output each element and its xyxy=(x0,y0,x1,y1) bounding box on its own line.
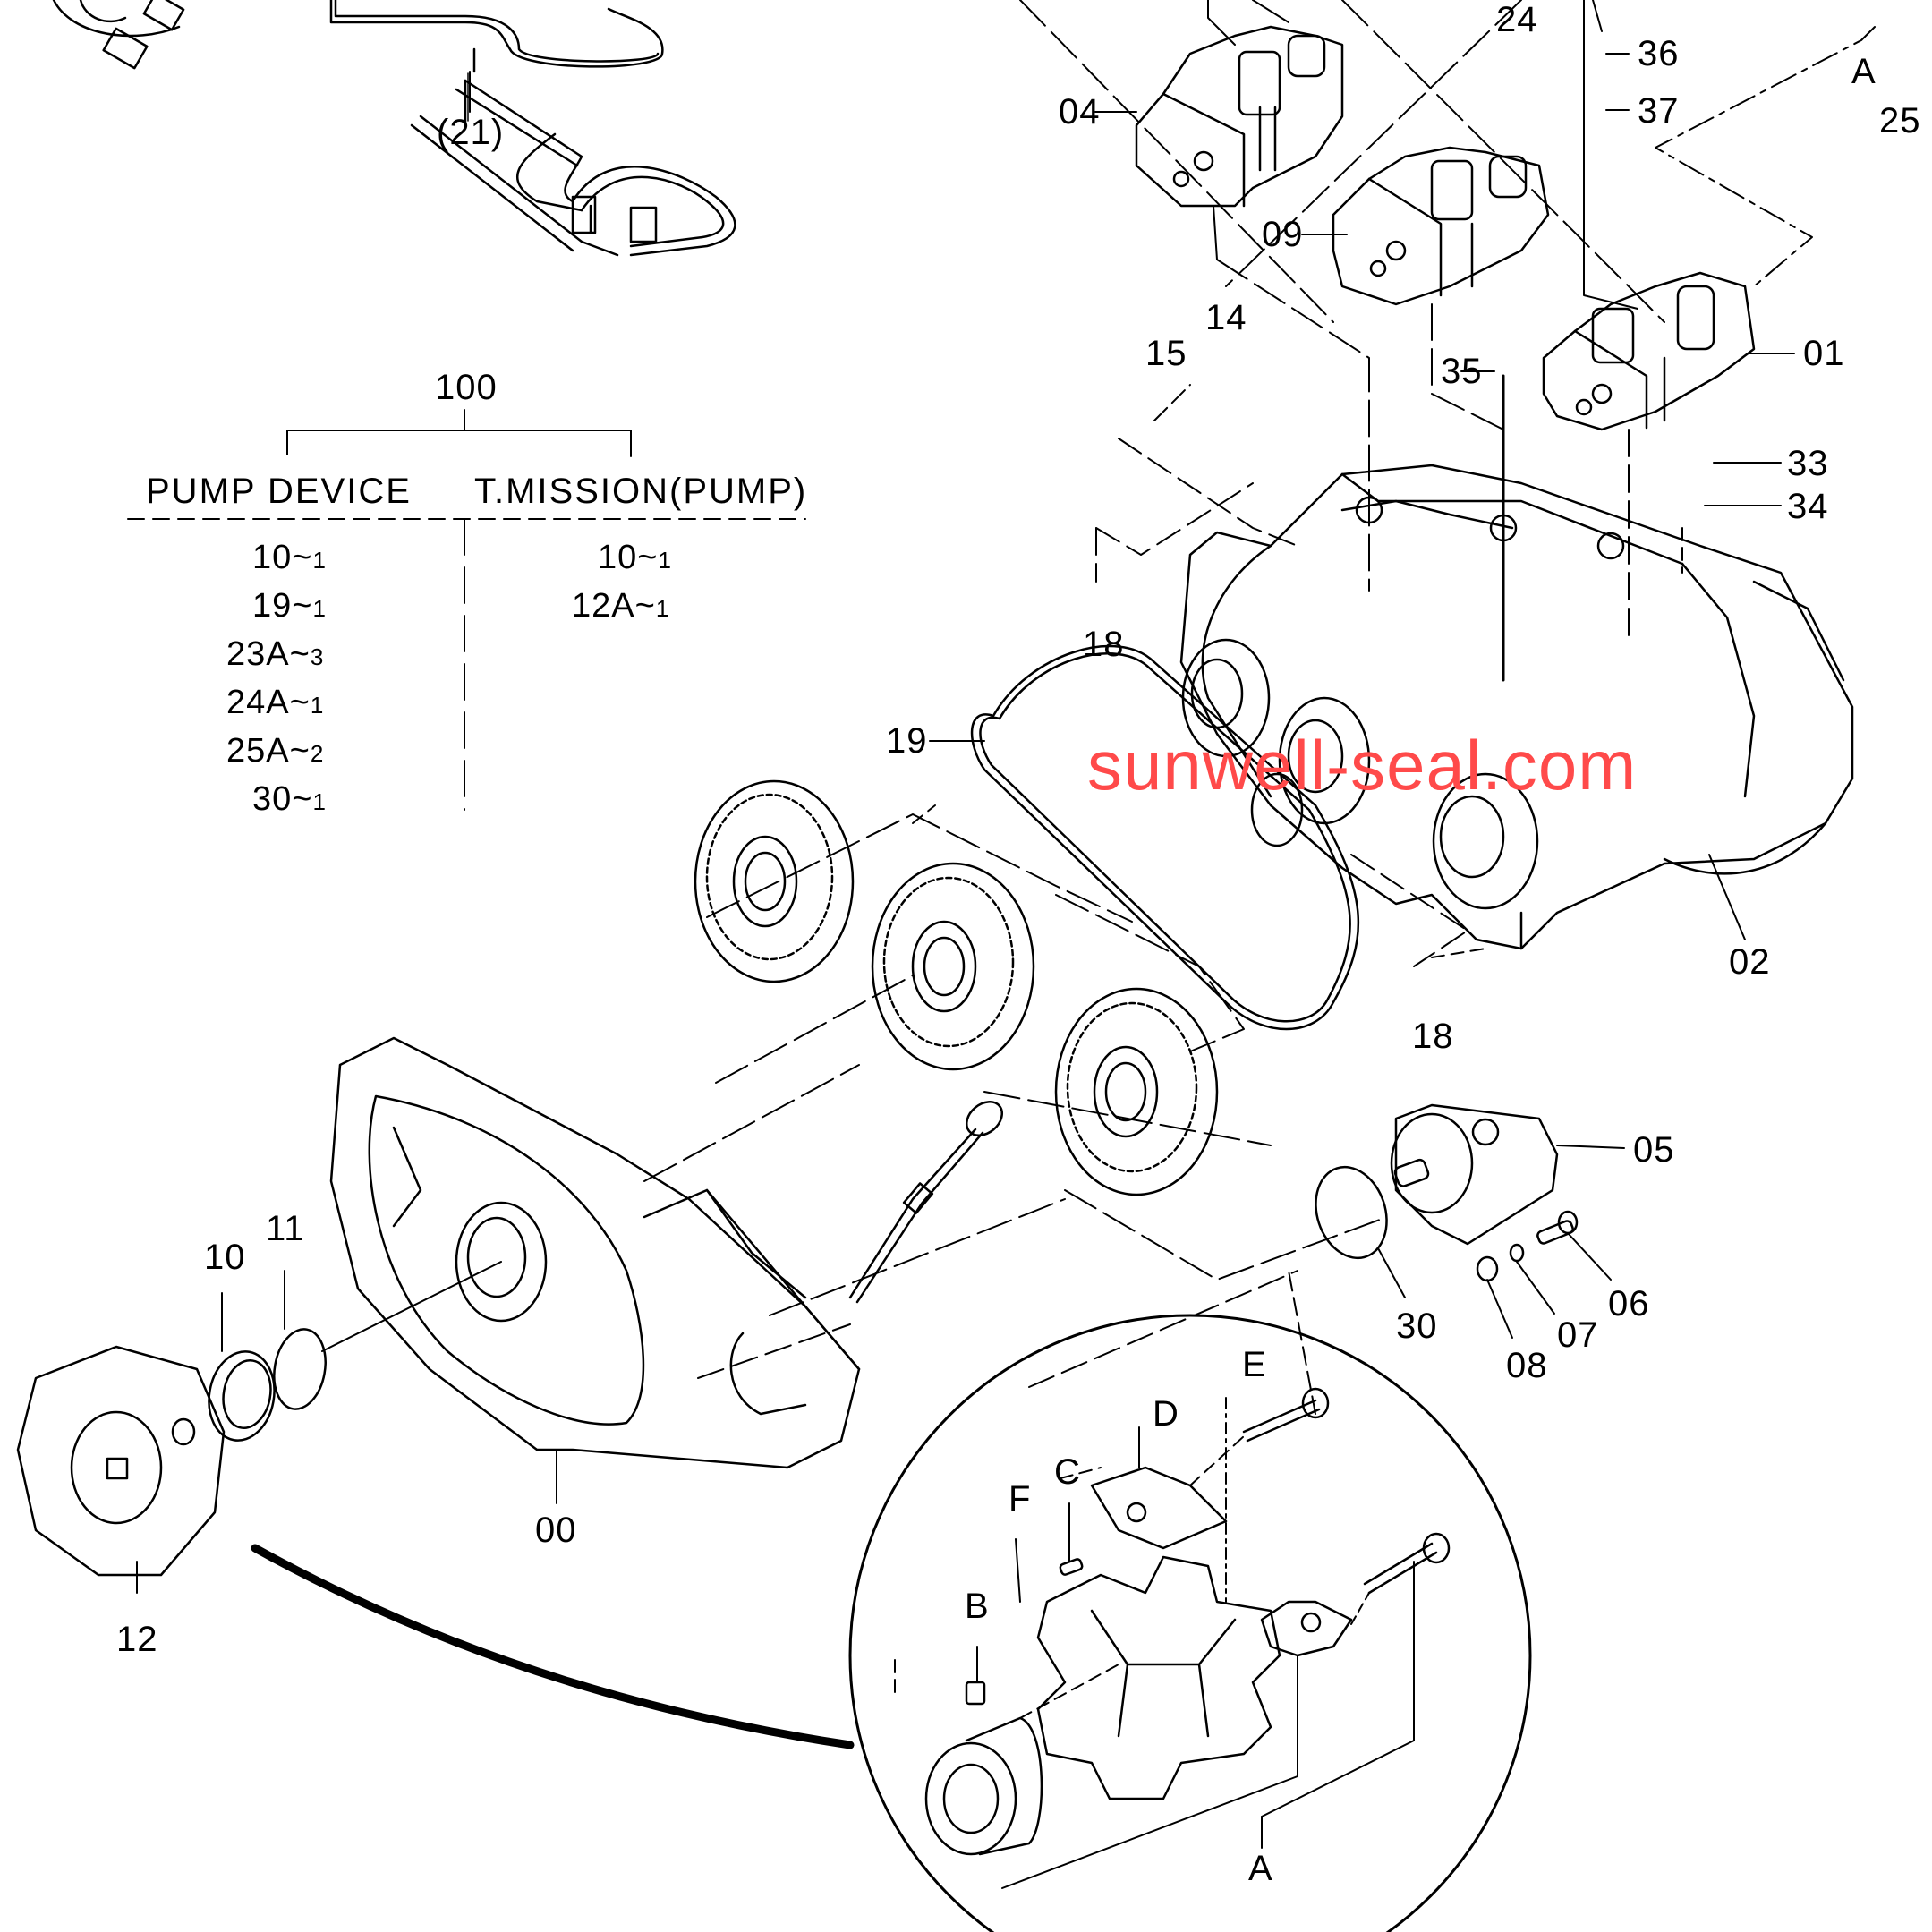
quantity: 3 xyxy=(310,643,325,670)
quantity: 1 xyxy=(312,547,327,574)
callout-01: 01 xyxy=(1803,334,1845,373)
part-number: 19 xyxy=(252,587,293,625)
valve-04 xyxy=(1135,25,1344,208)
callout-B: B xyxy=(965,1587,990,1626)
separator: ~ xyxy=(634,587,656,625)
table-row: 23A~3 xyxy=(226,635,324,674)
part-number: 25A xyxy=(226,732,290,770)
separator: ~ xyxy=(292,780,313,818)
bolt-06 xyxy=(1536,1210,1579,1245)
separator: ~ xyxy=(637,539,659,576)
callout-21: (21) xyxy=(437,113,505,152)
callout-F: F xyxy=(1009,1479,1032,1519)
dipstick xyxy=(848,1101,1003,1304)
pipe-assembly-21 xyxy=(52,0,736,257)
separator: ~ xyxy=(289,684,311,721)
callout-00: 00 xyxy=(535,1511,577,1550)
part-number: 10 xyxy=(598,539,638,576)
callout-33: 33 xyxy=(1787,444,1829,483)
table-row: 25A~2 xyxy=(226,732,324,770)
table-header-tmission-pump: T.MISSION(PUMP) xyxy=(474,472,808,511)
gear-middle xyxy=(871,862,1035,1071)
o-ring-19 xyxy=(970,644,1360,1031)
callout-A-detail: A xyxy=(1248,1849,1273,1888)
assembly-table-lines xyxy=(127,409,806,811)
callout-18-top: 18 xyxy=(1083,625,1125,664)
table-row: 10~1 xyxy=(252,539,327,577)
valve-01 xyxy=(1542,271,1756,431)
callout-25: 25 xyxy=(1879,101,1921,140)
part-number: 24A xyxy=(226,684,290,721)
callout-A-top: A xyxy=(1851,52,1877,91)
separator: ~ xyxy=(289,635,311,673)
o-ring-30 xyxy=(1315,1165,1388,1260)
housing-00 xyxy=(329,1036,861,1469)
callout-12: 12 xyxy=(116,1620,158,1659)
snap-ring-11 xyxy=(273,1328,327,1410)
table-row: 30~1 xyxy=(252,780,327,819)
callout-24: 24 xyxy=(1496,0,1538,39)
gear-bottom xyxy=(1054,987,1219,1196)
separator: ~ xyxy=(292,587,313,625)
table-row: 12A~1 xyxy=(572,587,669,626)
callout-10: 10 xyxy=(204,1238,246,1277)
part-number: 30 xyxy=(252,780,293,818)
quantity: 1 xyxy=(312,595,327,622)
table-row: 10~1 xyxy=(598,539,672,577)
quantity: 1 xyxy=(655,595,670,622)
quantity: 1 xyxy=(310,692,325,719)
leader-lines xyxy=(136,0,1876,1889)
table-row: 19~1 xyxy=(252,587,327,626)
coupling-detail-view xyxy=(848,1314,1532,1932)
separator: ~ xyxy=(289,732,311,770)
callout-30: 30 xyxy=(1396,1306,1438,1346)
coupling-12 xyxy=(16,1345,226,1577)
callout-18-bottom: 18 xyxy=(1412,1017,1454,1056)
callout-C: C xyxy=(1054,1452,1081,1492)
callout-06: 06 xyxy=(1608,1284,1650,1323)
callout-02: 02 xyxy=(1729,942,1771,982)
callout-35: 35 xyxy=(1441,352,1483,391)
quantity: 2 xyxy=(310,740,325,767)
watermark-text: sunwell-seal.com xyxy=(1087,726,1638,804)
callout-07: 07 xyxy=(1557,1315,1599,1355)
part-number: 23A xyxy=(226,635,290,673)
table-row: 24A~1 xyxy=(226,684,324,722)
callout-34: 34 xyxy=(1787,487,1829,526)
pump-body-02 xyxy=(1179,464,1854,950)
callout-04: 04 xyxy=(1059,92,1101,132)
gear-top xyxy=(694,779,855,983)
callout-08: 08 xyxy=(1506,1346,1548,1385)
callout-36: 36 xyxy=(1638,34,1680,73)
separator: ~ xyxy=(292,539,313,576)
detail-pointer-arrow xyxy=(251,1544,855,1749)
pump-05 xyxy=(1390,1103,1559,1246)
callout-11: 11 xyxy=(266,1209,305,1248)
callout-D: D xyxy=(1153,1394,1179,1434)
seal-10 xyxy=(208,1350,276,1442)
valve-09 xyxy=(1332,146,1550,306)
part-number: 12A xyxy=(572,587,635,625)
quantity: 1 xyxy=(312,788,327,815)
callout-14: 14 xyxy=(1205,298,1247,337)
quantity: 1 xyxy=(658,547,672,574)
table-header-pump-device: PUMP DEVICE xyxy=(146,472,412,511)
washer-08 xyxy=(1476,1255,1499,1282)
callout-05: 05 xyxy=(1633,1130,1675,1170)
callout-19: 19 xyxy=(886,721,928,761)
ring-07 xyxy=(1509,1243,1525,1263)
callout-E: E xyxy=(1242,1345,1267,1384)
callout-15: 15 xyxy=(1145,334,1187,373)
callout-09: 09 xyxy=(1262,215,1304,254)
callout-37: 37 xyxy=(1638,91,1680,131)
part-number: 10 xyxy=(252,539,293,576)
assembly-root-number: 100 xyxy=(435,368,498,407)
